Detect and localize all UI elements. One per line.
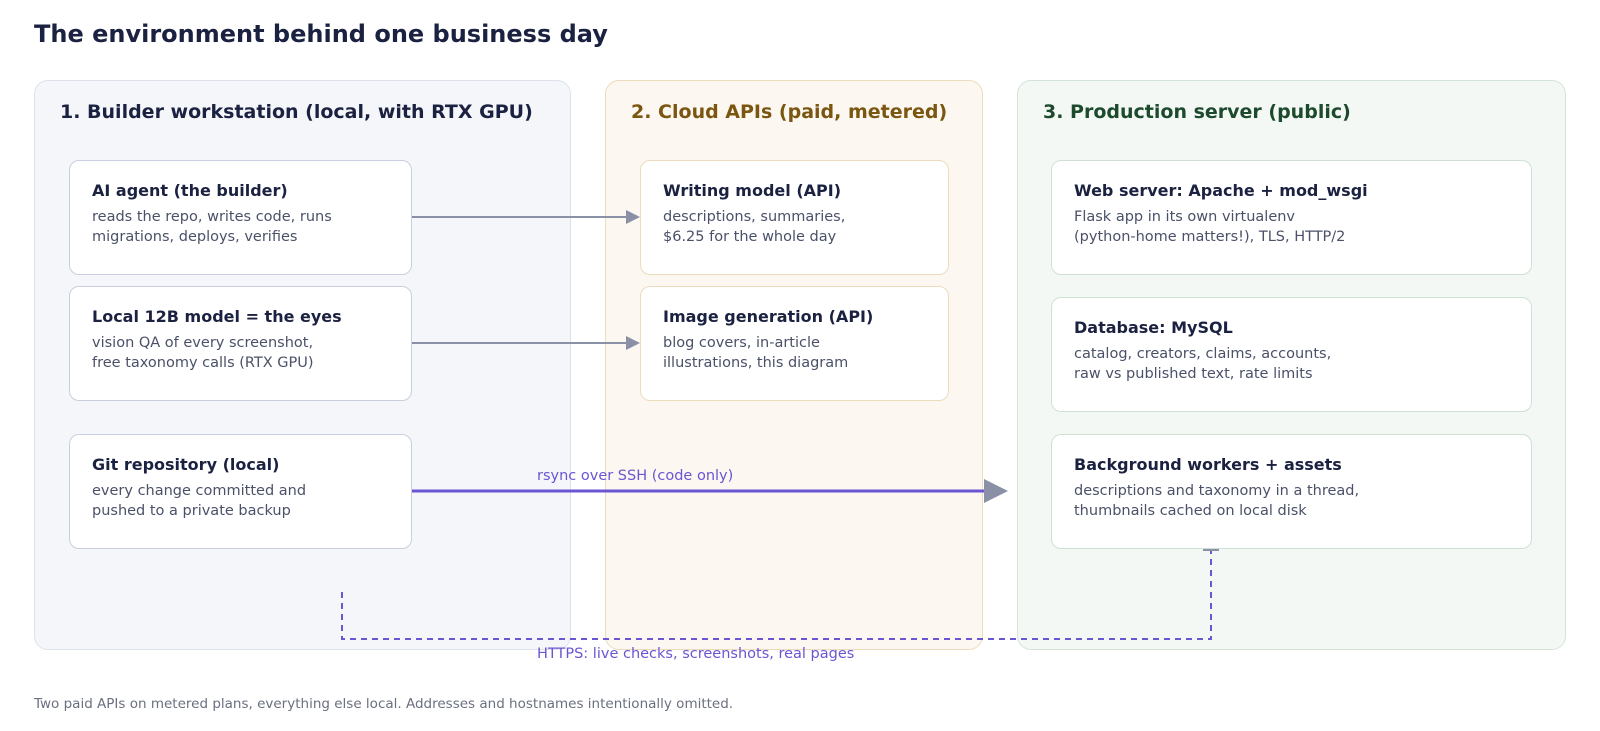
zone-title: 1. Builder workstation (local, with RTX … [60, 101, 533, 123]
card-text: every change committed and [92, 483, 307, 499]
zone-title: 3. Production server (public) [1043, 101, 1351, 123]
card-image-generation: Image generation (API) blog covers, in-a… [640, 286, 949, 401]
card-title: Writing model (API) [663, 181, 841, 200]
card-text: thumbnails cached on local disk [1074, 503, 1307, 519]
card-git-repository: Git repository (local) every change comm… [69, 434, 412, 549]
card-title: Git repository (local) [92, 455, 280, 474]
arrowhead-icon [626, 336, 640, 350]
card-title: Image generation (API) [663, 307, 874, 326]
card-title: Database: MySQL [1074, 318, 1233, 337]
card-text: Flask app in its own virtualenv [1074, 209, 1296, 225]
card-text: raw vs published text, rate limits [1074, 366, 1313, 382]
card-text: descriptions, summaries, [663, 209, 846, 225]
card-text: $6.25 for the whole day [663, 229, 837, 245]
arrowhead-icon [984, 479, 1008, 503]
card-local-model: Local 12B model = the eyes vision QA of … [69, 286, 412, 401]
card-text: free taxonomy calls (RTX GPU) [92, 355, 314, 371]
zone-builder-workstation: 1. Builder workstation (local, with RTX … [34, 80, 571, 650]
card-text: reads the repo, writes code, runs [92, 209, 332, 225]
zone-title: 2. Cloud APIs (paid, metered) [631, 101, 948, 123]
footnote: Two paid APIs on metered plans, everythi… [34, 696, 734, 712]
https-label: HTTPS: live checks, screenshots, real pa… [537, 646, 855, 662]
card-database: Database: MySQL catalog, creators, claim… [1051, 297, 1532, 412]
arrow-https-checks [341, 551, 1212, 640]
card-title: Background workers + assets [1074, 455, 1342, 474]
card-ai-agent: AI agent (the builder) reads the repo, w… [69, 160, 412, 275]
card-text: illustrations, this diagram [663, 355, 849, 371]
card-text: blog covers, in-article [663, 335, 820, 351]
card-text: vision QA of every screenshot, [92, 335, 314, 351]
card-web-server: Web server: Apache + mod_wsgi Flask app … [1051, 160, 1532, 275]
card-background-workers: Background workers + assets descriptions… [1051, 434, 1532, 549]
card-title: Web server: Apache + mod_wsgi [1074, 181, 1368, 200]
card-text: pushed to a private backup [92, 503, 291, 519]
arrowhead-icon [626, 210, 640, 224]
diagram-title: The environment behind one business day [34, 20, 608, 48]
card-text: catalog, creators, claims, accounts, [1074, 346, 1332, 362]
zone-cloud-apis: 2. Cloud APIs (paid, metered) Writing mo… [605, 80, 983, 650]
card-title: Local 12B model = the eyes [92, 307, 342, 326]
card-text: descriptions and taxonomy in a thread, [1074, 483, 1360, 499]
rsync-label: rsync over SSH (code only) [537, 468, 734, 484]
card-title: AI agent (the builder) [92, 181, 288, 200]
card-writing-model: Writing model (API) descriptions, summar… [640, 160, 949, 275]
zone-production-server: 3. Production server (public) Web server… [1017, 80, 1566, 650]
card-text: migrations, deploys, verifies [92, 229, 298, 245]
card-text: (python-home matters!), TLS, HTTP/2 [1074, 229, 1346, 245]
